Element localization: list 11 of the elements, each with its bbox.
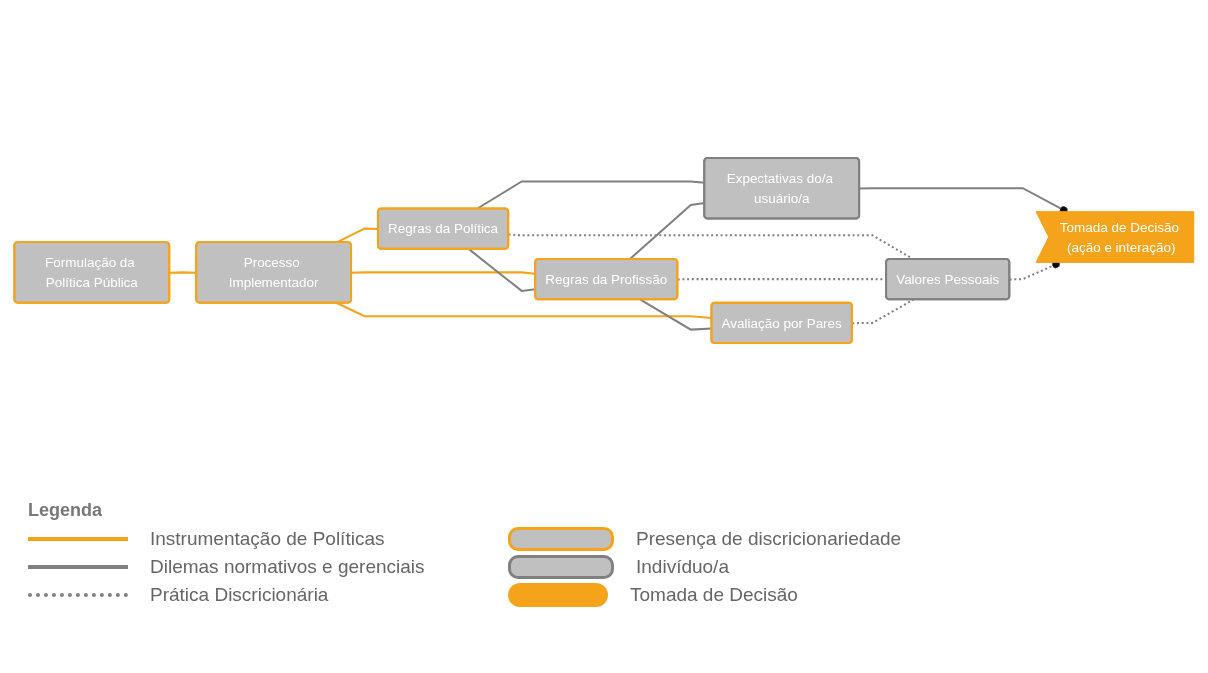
legend-title: Legenda xyxy=(28,500,102,521)
connector xyxy=(639,298,712,331)
legend-text: Presença de discricionariedade xyxy=(636,528,902,550)
connector xyxy=(852,298,914,324)
legend-text: Indivíduo/a xyxy=(636,556,729,578)
connector xyxy=(169,270,197,274)
legend-text: Prática Discricionária xyxy=(150,584,329,606)
legend-text: Instrumentação de Políticas xyxy=(150,528,385,550)
legend-text: Tomada de Decisão xyxy=(630,584,798,606)
legend-text: Dilemas normativos e gerenciais xyxy=(150,556,425,578)
connector xyxy=(351,270,536,275)
